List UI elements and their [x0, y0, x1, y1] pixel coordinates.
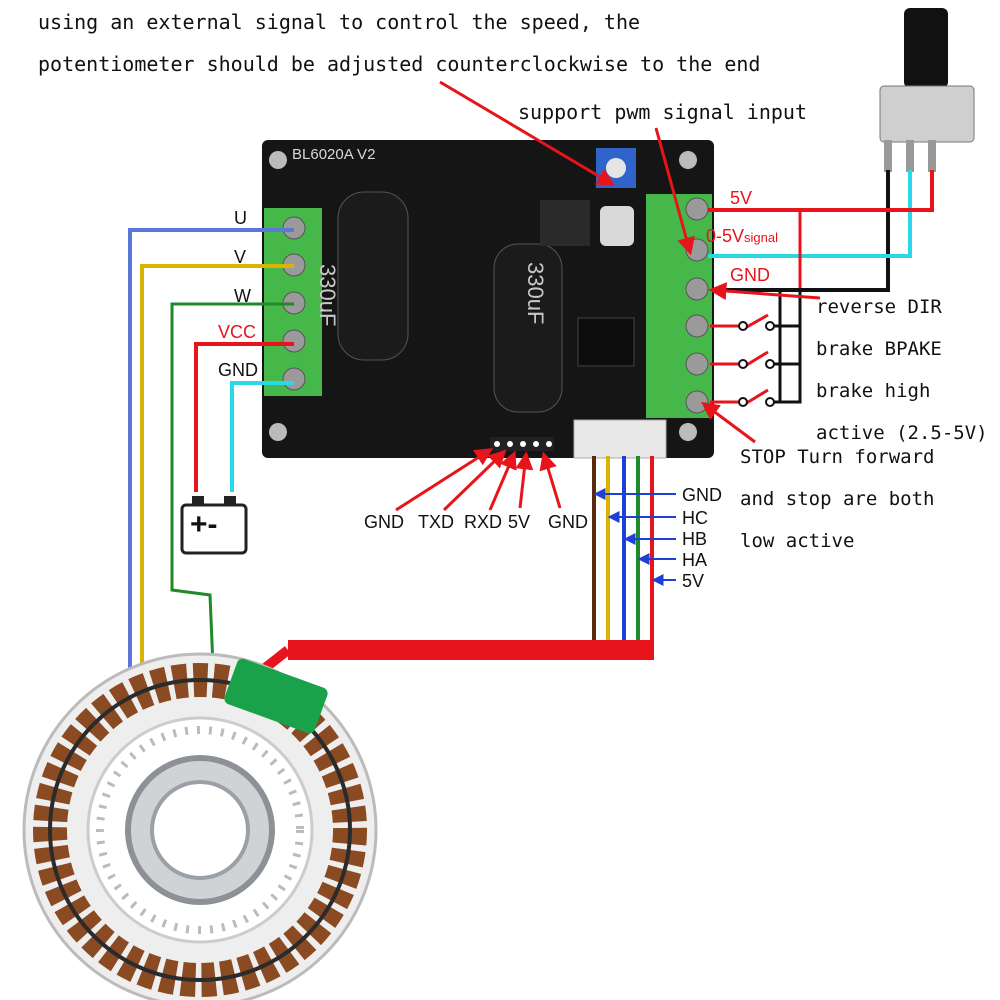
mounting-hole-icon: [269, 151, 287, 169]
motor-terminal-block: [264, 208, 322, 396]
terminal-v-label: V: [234, 247, 247, 267]
hall-pin-5v: 5V: [682, 571, 705, 591]
terminal-5v-label: 5V: [730, 188, 753, 208]
pot-signal-wire: [708, 170, 912, 258]
mounting-hole-icon: [269, 423, 287, 441]
serial-pin-5v: 5V: [508, 512, 531, 532]
capacitor-right: [493, 243, 563, 413]
terminal-vcc-label: VCC: [218, 322, 257, 342]
terminal-w-label: W: [234, 286, 251, 306]
note-brake-high1: brake high: [816, 380, 931, 402]
wire-gnd: [230, 381, 294, 492]
note-external-line1: using an external signal to control the …: [38, 10, 641, 34]
cap-right-label: 330uF: [523, 262, 548, 325]
note-stop3: low active: [740, 530, 855, 552]
small-capacitor: [600, 206, 634, 246]
bldc-motor: [22, 652, 378, 1000]
serial-pin-gnd-1: GND: [364, 512, 404, 532]
terminal-u-label: U: [234, 208, 247, 228]
serial-pin-gnd-2: GND: [548, 512, 588, 532]
switch-circuit: [710, 210, 802, 406]
note-stop2: and stop are both: [740, 488, 935, 510]
battery-icon: [180, 496, 248, 555]
note-reverse: reverse DIR: [816, 296, 942, 318]
hall-pin-hc: HC: [682, 508, 708, 528]
mounting-hole-icon: [679, 423, 697, 441]
wire-u: [128, 228, 294, 730]
wire-bundle: [288, 640, 654, 660]
hall-connector: [573, 419, 667, 459]
mounting-hole-icon: [679, 151, 697, 169]
note-external-line2: potentiometer should be adjusted counter…: [38, 52, 761, 76]
note-pwm: support pwm signal input: [518, 100, 807, 124]
terminal-signal-label: 0-5Vsignal: [706, 226, 778, 246]
trimmer-screw-icon[interactable]: [606, 158, 626, 178]
wire-w: [170, 302, 294, 691]
note-brake-high2: active (2.5-5V): [816, 422, 988, 444]
serial-pin-txd: TXD: [418, 512, 454, 532]
serial-header: [490, 437, 554, 451]
mcu-chip: [577, 317, 635, 367]
wire-vcc: [194, 342, 294, 492]
potentiometer[interactable]: [879, 8, 975, 172]
hall-pin-gnd: GND: [682, 485, 722, 505]
hall-sensor-board: [224, 658, 328, 734]
capacitor-left: [337, 191, 409, 361]
hall-pin-hb: HB: [682, 529, 708, 549]
note-brake: brake BPAKE: [816, 338, 942, 360]
cap-left-label: 330uF: [315, 264, 340, 327]
note-stop1: STOP Turn forward: [740, 446, 935, 468]
board-model: BL6020A V2: [292, 146, 376, 163]
hall-pin-ha: HA: [682, 550, 708, 570]
terminal-gnd-label-right: GND: [730, 265, 770, 285]
wire-v: [140, 264, 294, 730]
signal-terminal-block: [646, 194, 712, 418]
terminal-gnd-label: GND: [218, 360, 258, 380]
pot-5v-wire: [708, 170, 934, 212]
potentiometer-knob[interactable]: [904, 8, 948, 88]
battery-symbol: +-: [190, 508, 218, 541]
controller-board: [262, 140, 714, 459]
serial-pin-rxd: RXD: [464, 512, 503, 532]
inductor: [540, 200, 590, 246]
